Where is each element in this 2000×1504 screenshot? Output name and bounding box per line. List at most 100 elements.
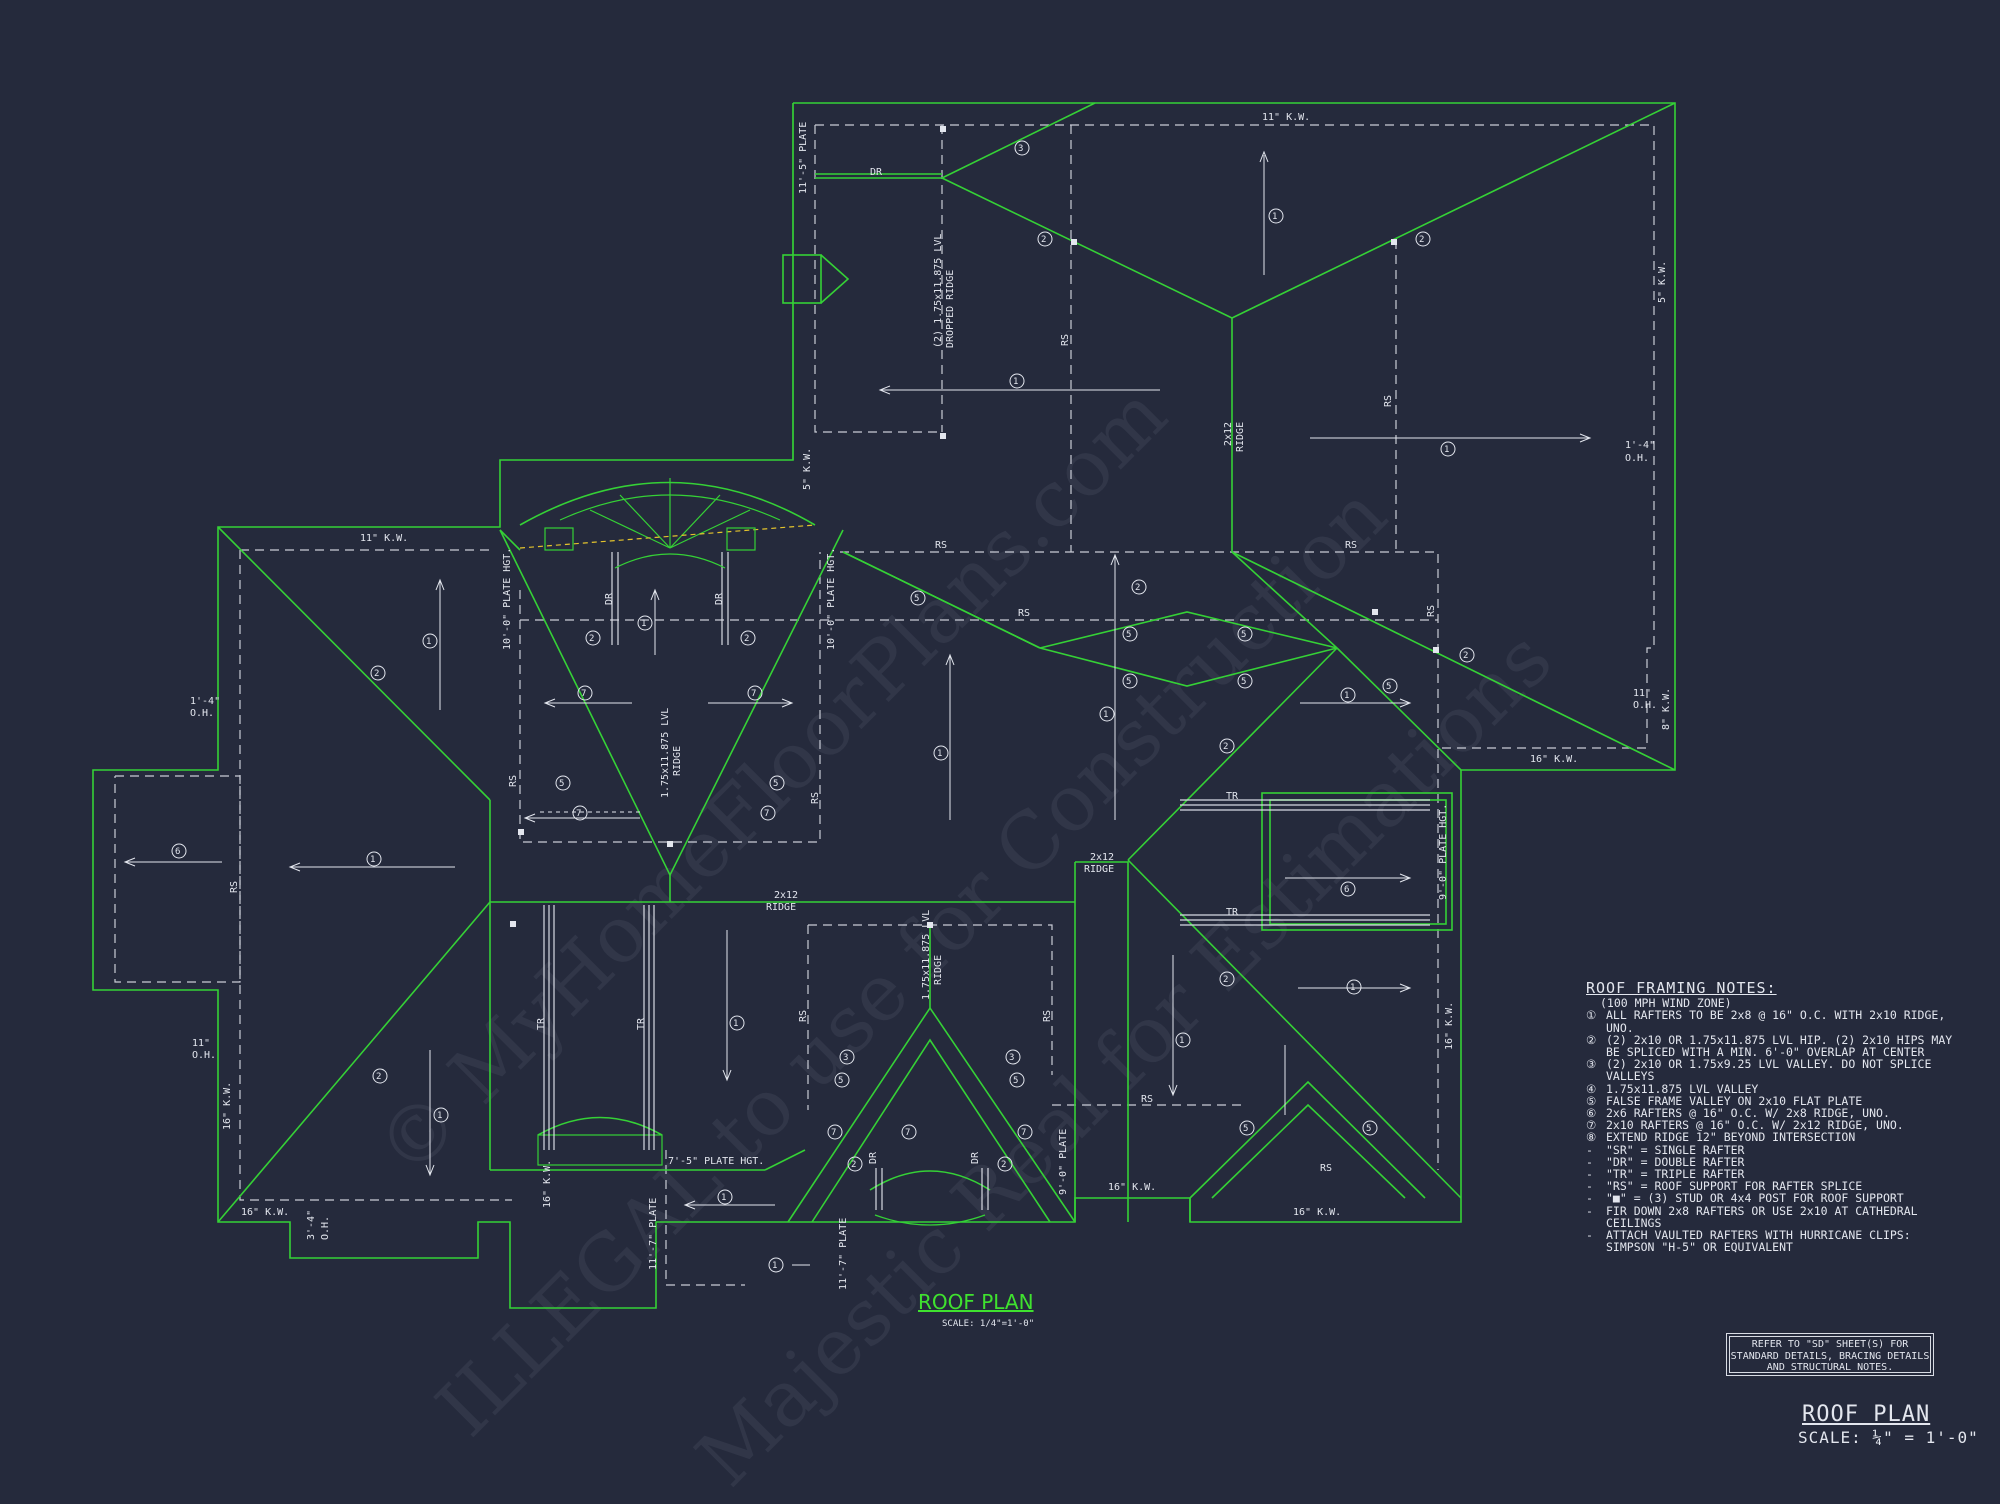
reference-text: REFER TO "SD" SHEET(S) FOR STANDARD DETA… bbox=[1729, 1336, 1931, 1373]
label-tr: TR bbox=[536, 1017, 547, 1030]
note-key: - bbox=[1586, 1191, 1593, 1206]
note-key: ③ bbox=[1586, 1057, 1597, 1072]
note-text: ALL RAFTERS TO BE 2x8 @ 16" O.C. WITH 2x… bbox=[1606, 1008, 1946, 1035]
note-text: (2) 2x10 OR 1.75x9.25 LVL VALLEY. DO NOT… bbox=[1606, 1057, 1932, 1084]
svg-text:7: 7 bbox=[581, 689, 586, 699]
label-lvl-ridge-b: 1.75x11.875 LVL bbox=[921, 910, 932, 1000]
svg-text:2: 2 bbox=[1001, 1160, 1006, 1170]
label-kw16-b1: 16" K.W. bbox=[1108, 1182, 1156, 1193]
note-text: (2) 2x10 OR 1.75x11.875 LVL HIP. (2) 2x1… bbox=[1606, 1032, 1953, 1060]
label-dr: DR bbox=[714, 592, 725, 605]
svg-text:2: 2 bbox=[1135, 583, 1140, 593]
note-key: ⑥ bbox=[1586, 1106, 1597, 1121]
svg-text:1: 1 bbox=[1179, 1036, 1184, 1046]
note-text: 2x6 RAFTERS @ 16" O.C. W/ 2x8 RIDGE, UNO… bbox=[1606, 1106, 1890, 1121]
note-text: "SR" = SINGLE RAFTER bbox=[1606, 1142, 1745, 1157]
label-kw-top: 11" K.W. bbox=[1262, 112, 1310, 123]
post-markers bbox=[510, 126, 1439, 928]
label-rs: RS bbox=[229, 881, 240, 893]
label-rs: RS bbox=[798, 1010, 809, 1022]
svg-text:1: 1 bbox=[1272, 212, 1277, 222]
label-tr: TR bbox=[1226, 791, 1239, 802]
ridges-hips-valleys bbox=[217, 102, 1676, 1223]
label-plate-75: 7'-5" PLATE HGT. bbox=[668, 1156, 764, 1167]
label-ridge-2x12-c2: RIDGE bbox=[1235, 422, 1246, 452]
svg-text:5: 5 bbox=[773, 779, 778, 789]
svg-text:1: 1 bbox=[1350, 983, 1355, 993]
label-rs: RS bbox=[1018, 608, 1030, 619]
label-rs: RS bbox=[1383, 395, 1394, 407]
svg-text:2: 2 bbox=[744, 634, 749, 644]
label-oh-right: O.H. bbox=[1625, 453, 1649, 464]
label-oh-left: O.H. bbox=[190, 708, 214, 719]
svg-text:2: 2 bbox=[1419, 235, 1424, 245]
drawing-scale: SCALE: 1/4"=1'-0" bbox=[942, 1319, 1035, 1329]
svg-text:5: 5 bbox=[914, 594, 919, 604]
note-text: 2x10 RAFTERS @ 16" O.C. W/ 2x12 RIDGE, U… bbox=[1606, 1118, 1904, 1133]
note-key: ④ bbox=[1586, 1081, 1597, 1096]
label-ridge-2x12-a: 2x12 bbox=[774, 890, 798, 901]
note-markers: 3 2 1 2 1 1 2 1 2 1 2 7 7 5 2 5 5 5 5 1 … bbox=[171, 140, 1475, 1273]
roof-framing-notes: ROOF FRAMING NOTES: (100 MPH WIND ZONE) … bbox=[1586, 980, 1966, 1254]
label-oh-34-b: O.H. bbox=[320, 1216, 331, 1240]
label-plate-117b: 11'-7" PLATE bbox=[838, 1218, 849, 1290]
label-plate-115: 11'-5" PLATE bbox=[798, 122, 809, 194]
svg-text:5: 5 bbox=[1126, 677, 1131, 687]
label-oh-34: 3'-4" bbox=[306, 1210, 317, 1240]
label-oh-11-left-b: O.H. bbox=[192, 1050, 216, 1061]
svg-text:1: 1 bbox=[437, 1111, 442, 1121]
label-ridge-2x12-b: 2x12 bbox=[1090, 852, 1114, 863]
label-rs: RS bbox=[1426, 605, 1437, 617]
label-plate-9a: 9'-0" PLATE HGT. bbox=[1438, 804, 1449, 900]
label-kw5-right: 5" K.W. bbox=[1657, 261, 1668, 303]
note-key: - bbox=[1586, 1154, 1593, 1169]
label-rs: RS bbox=[508, 775, 519, 787]
triple-rafters bbox=[543, 799, 1430, 1150]
svg-text:1: 1 bbox=[370, 855, 375, 865]
svg-text:7: 7 bbox=[1021, 1128, 1026, 1138]
svg-text:5: 5 bbox=[1241, 630, 1246, 640]
note-key: - bbox=[1586, 1203, 1593, 1218]
label-kw5-mid: 5" K.W. bbox=[802, 448, 813, 490]
label-ridge-2x12-a2: RIDGE bbox=[766, 902, 796, 913]
label-rs: RS bbox=[1042, 1010, 1053, 1022]
svg-text:2: 2 bbox=[376, 1072, 381, 1082]
dimension-labels: 11" K.W. 11" K.W. 11'-5" PLATE 5" K.W. 5… bbox=[190, 112, 1672, 1290]
svg-text:7: 7 bbox=[831, 1128, 836, 1138]
note-item: ③ (2) 2x10 OR 1.75x9.25 LVL VALLEY. DO NO… bbox=[1586, 1057, 1966, 1084]
label-rs: RS bbox=[1320, 1163, 1332, 1174]
label-lvl-ridge-a2: RIDGE bbox=[672, 746, 683, 776]
label-ridge-2x12-b2: RIDGE bbox=[1084, 864, 1114, 875]
notes-subtitle: (100 MPH WIND ZONE) bbox=[1600, 996, 1732, 1011]
svg-text:2: 2 bbox=[1223, 742, 1228, 752]
note-item: -ATTACH VAULTED RAFTERS WITH HURRICANE C… bbox=[1586, 1229, 1966, 1254]
note-text: "DR" = DOUBLE RAFTER bbox=[1606, 1154, 1745, 1169]
note-key: - bbox=[1586, 1167, 1593, 1182]
label-plate-117a: 11'-7" PLATE bbox=[648, 1198, 659, 1270]
svg-text:7: 7 bbox=[764, 809, 769, 819]
svg-text:3: 3 bbox=[1018, 144, 1023, 154]
svg-text:2: 2 bbox=[1041, 235, 1046, 245]
label-oh-11-right-b: O.H. bbox=[1633, 700, 1657, 711]
svg-text:5: 5 bbox=[1241, 677, 1246, 687]
svg-text:2: 2 bbox=[374, 669, 379, 679]
corner-scale: SCALE: ¼" = 1'-0" bbox=[1798, 1428, 1979, 1447]
note-text: "TR" = TRIPLE RAFTER bbox=[1606, 1167, 1745, 1182]
label-oh-11-left: 11" bbox=[192, 1038, 210, 1049]
turret-bay bbox=[519, 478, 816, 645]
note-text: EXTEND RIDGE 12" BEYOND INTERSECTION bbox=[1606, 1130, 1856, 1145]
svg-text:1: 1 bbox=[1103, 710, 1108, 720]
note-item: -FIR DOWN 2x8 RAFTERS OR USE 2x10 AT CAT… bbox=[1586, 1203, 1966, 1229]
svg-text:6: 6 bbox=[1344, 885, 1349, 895]
svg-text:5: 5 bbox=[559, 779, 564, 789]
svg-text:2: 2 bbox=[1223, 975, 1228, 985]
note-item: -"SR" = SINGLE RAFTER bbox=[1586, 1142, 1966, 1157]
label-lvl-ridge-a: 1.75x11.875 LVL bbox=[660, 708, 671, 798]
svg-text:1: 1 bbox=[426, 637, 431, 647]
label-dropped-ridge: (2) 1.75x11.875 LVL bbox=[933, 234, 944, 348]
svg-text:1: 1 bbox=[772, 1261, 777, 1271]
